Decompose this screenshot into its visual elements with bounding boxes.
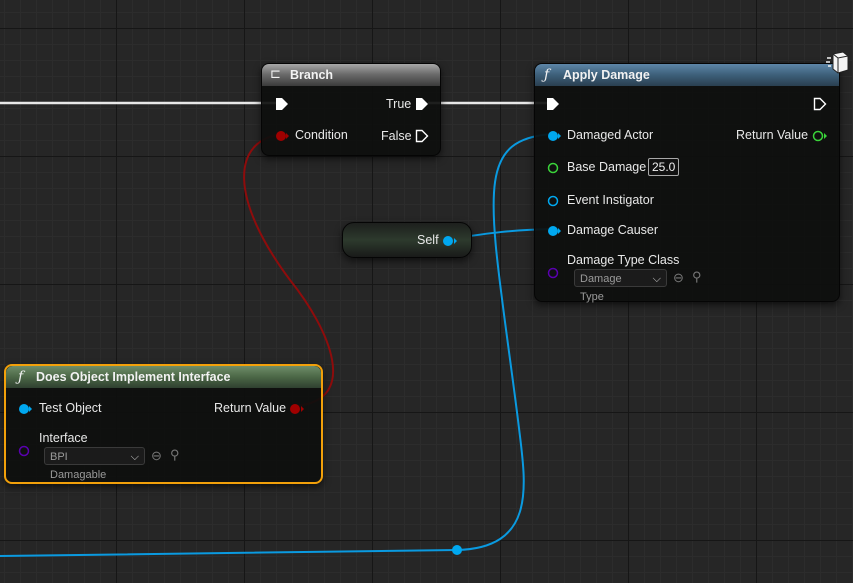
reroute-node[interactable] — [452, 545, 462, 555]
interface-label: Interface — [39, 431, 88, 445]
self-output-pin[interactable] — [442, 234, 458, 252]
interface-pin[interactable] — [18, 444, 32, 462]
interface-dropdown[interactable]: BPI Damagable ⌵ — [44, 447, 145, 481]
apply-exec-in-pin[interactable] — [546, 97, 560, 111]
replication-icon — [823, 50, 849, 76]
branch-false-pin[interactable] — [415, 129, 429, 143]
browse-search-icon[interactable]: ⚲ — [692, 269, 702, 284]
apply-return-value-label: Return Value — [736, 128, 809, 142]
branch-true-pin[interactable] — [415, 97, 429, 111]
chevron-down-icon: ⌵ — [130, 451, 139, 463]
damage-type-dropdown[interactable]: Damage Type ⌵ — [574, 269, 667, 303]
function-icon: ƒ — [544, 67, 550, 83]
apply-damage-node[interactable]: ƒ Apply Damage Damaged Actor Return Valu… — [534, 63, 840, 303]
branch-true-label: True — [386, 97, 412, 111]
apply-return-value-pin[interactable] — [812, 129, 828, 147]
branch-node[interactable]: ⊏ Branch True Condition False — [261, 63, 441, 156]
implements-return-value-pin[interactable] — [289, 402, 305, 420]
apply-damage-header[interactable]: ƒ Apply Damage — [535, 64, 839, 86]
branch-title: Branch — [290, 68, 334, 82]
damage-causer-label: Damage Causer — [567, 223, 659, 237]
damage-type-value: Damage Type — [580, 273, 622, 303]
interface-value: BPI Damagable — [50, 451, 107, 481]
damage-type-class-pin[interactable] — [547, 266, 561, 284]
apply-damage-title: Apply Damage — [563, 68, 650, 82]
damage-type-class-label: Damage Type Class — [567, 253, 680, 267]
test-object-label: Test Object — [39, 401, 102, 415]
bool-wire-condition — [243, 133, 335, 407]
branch-exec-in-pin[interactable] — [275, 97, 289, 111]
test-object-pin[interactable] — [18, 402, 32, 420]
self-node[interactable]: Self — [342, 222, 472, 258]
base-damage-input[interactable]: 25.0 — [648, 158, 680, 176]
event-instigator-label: Event Instigator — [567, 193, 654, 207]
base-damage-label: Base Damage — [567, 160, 647, 174]
self-label: Self — [417, 233, 439, 247]
branch-condition-pin[interactable] — [275, 129, 289, 147]
branch-icon: ⊏ — [270, 67, 281, 82]
implements-interface-node[interactable]: ƒ Does Object Implement Interface Test O… — [4, 364, 323, 484]
branch-false-label: False — [381, 129, 412, 143]
function-icon: ƒ — [18, 369, 24, 385]
apply-exec-out-pin[interactable] — [813, 97, 827, 111]
base-damage-pin[interactable] — [547, 161, 561, 179]
implements-return-value-label: Return Value — [214, 401, 287, 415]
object-wire-damaged-actor — [0, 133, 553, 557]
implements-interface-header[interactable]: ƒ Does Object Implement Interface — [6, 366, 321, 388]
chevron-down-icon: ⌵ — [652, 273, 661, 285]
use-selected-icon[interactable]: ⊖ — [673, 270, 684, 285]
branch-header[interactable]: ⊏ Branch — [262, 64, 440, 86]
event-instigator-pin[interactable] — [547, 194, 561, 212]
damaged-actor-label: Damaged Actor — [567, 128, 654, 142]
implements-interface-title: Does Object Implement Interface — [36, 370, 231, 384]
branch-condition-label: Condition — [295, 128, 348, 142]
damaged-actor-pin[interactable] — [547, 129, 561, 147]
damage-causer-pin[interactable] — [547, 224, 561, 242]
browse-search-icon[interactable]: ⚲ — [170, 447, 180, 462]
use-selected-icon[interactable]: ⊖ — [151, 448, 162, 463]
